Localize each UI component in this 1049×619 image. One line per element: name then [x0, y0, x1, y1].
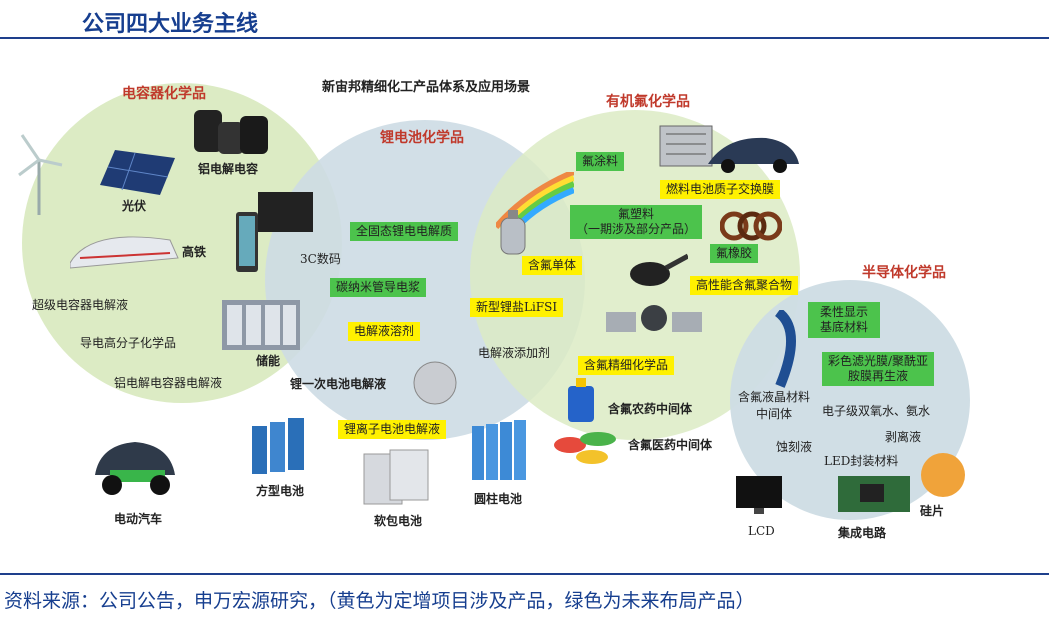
- silicon-wafer-icon: [921, 453, 965, 497]
- category-capacitor: 电容器化学品: [122, 86, 206, 102]
- bullet-train-icon: [70, 236, 179, 269]
- label-acid: 电子级双氧水、氨水: [822, 404, 931, 418]
- category-lithium: 锂电池化学品: [380, 130, 464, 146]
- label-3c: 3C数码: [300, 252, 341, 266]
- fluoro-rubber-rings-icon: [720, 211, 782, 241]
- label-alu-electrolyte: 铝电解电容器电解液: [114, 376, 223, 390]
- label-cylindrical: 圆柱电池: [474, 492, 523, 506]
- green-coating: 氟涂料: [576, 152, 625, 171]
- label-led: LED封装材料: [824, 454, 899, 468]
- label-wafer: 硅片: [920, 504, 945, 518]
- pills-icon: [554, 432, 616, 464]
- label-square: 方型电池: [256, 484, 305, 498]
- rainbow-coating-icon: [496, 172, 574, 230]
- cylindrical-battery-icon: [472, 420, 526, 480]
- flexible-display-icon: [774, 310, 796, 388]
- label-ev: 电动汽车: [114, 512, 163, 526]
- circuit-board-icon: [838, 476, 910, 512]
- energy-storage-icon: [222, 300, 300, 350]
- label-ic: 集成电路: [838, 526, 887, 540]
- yellow-fuel-cell: 燃料电池质子交换膜: [660, 180, 781, 199]
- label-storage: 储能: [256, 354, 281, 368]
- sprayer-icon: [568, 378, 594, 422]
- solar-panel-icon: [100, 150, 175, 195]
- category-fluorine: 有机氟化学品: [606, 94, 690, 110]
- label-pouch: 软包电池: [374, 514, 423, 528]
- coin-cell-icon: [413, 361, 457, 405]
- ev-car-icon: [95, 442, 175, 495]
- yellow-fine-chem: 含氟精细化学品: [578, 356, 675, 375]
- footer-rule: [0, 573, 1049, 575]
- green-rubber: 氟橡胶: [710, 244, 759, 263]
- yellow-electrolyte-solvent: 电解液溶剂: [348, 322, 421, 341]
- yellow-high-perf: 高性能含氟聚合物: [690, 276, 799, 295]
- source-note: 资料来源：公司公告，申万宏源研究，（黄色为定增项目涉及产品，绿色为未来布局产品）: [4, 590, 755, 612]
- green-cnt: 碳纳米管导电浆: [330, 278, 427, 297]
- frying-pan-icon: [630, 253, 688, 286]
- label-lc-material: 含氟液晶材料中间体: [738, 390, 811, 421]
- lcd-monitor-icon: [736, 476, 782, 514]
- label-lcd: LCD: [748, 524, 775, 538]
- label-sc-electrolyte: 超级电容器电解液: [32, 298, 129, 312]
- page-title: 公司四大业务主线: [82, 12, 259, 37]
- yellow-lifsi: 新型锂盐LiFSI: [470, 298, 564, 317]
- label-alu-cap: 铝电解电容: [198, 162, 259, 176]
- category-semiconductor: 半导体化学品: [862, 265, 946, 281]
- green-solid-state: 全固态锂电电解质: [350, 222, 459, 241]
- wind-turbine-icon: [18, 134, 63, 215]
- green-plastic: 氟塑料 （一期涉及部分产品）: [570, 205, 703, 239]
- pouch-battery-icon: [363, 449, 429, 505]
- label-polymer: 导电高分子化学品: [80, 336, 177, 350]
- fuel-cell-car-icon: [708, 137, 799, 173]
- label-stripper: 剥离液: [885, 430, 922, 444]
- title-rule: [0, 37, 1049, 39]
- label-etch: 蚀刻液: [776, 440, 813, 454]
- label-pharma: 含氟医药中间体: [628, 438, 713, 452]
- green-color-filter: 彩色滤光膜/聚酰亚 胺膜再生液: [822, 352, 935, 386]
- yellow-monomer: 含氟单体: [522, 256, 583, 275]
- gas-cylinder-icon: [500, 210, 526, 255]
- digital-devices-icon: [236, 192, 313, 272]
- label-rail: 高铁: [182, 245, 207, 259]
- label-primary: 锂一次电池电解液: [290, 377, 387, 391]
- diagram-title: 新宙邦精细化工产品体系及应用场景: [322, 80, 531, 95]
- mechanical-parts-icon: [606, 305, 702, 332]
- label-solar: 光伏: [122, 199, 147, 213]
- label-agro: 含氟农药中间体: [608, 402, 693, 416]
- fuel-cell-membrane-icon: [659, 125, 713, 167]
- yellow-li-ion-electrolyte: 锂离子电池电解液: [338, 420, 447, 439]
- prismatic-battery-icon: [252, 418, 304, 474]
- capacitor-icon: [194, 110, 268, 154]
- label-additive: 电解液添加剂: [478, 346, 551, 360]
- green-flexible: 柔性显示 基底材料: [808, 302, 881, 338]
